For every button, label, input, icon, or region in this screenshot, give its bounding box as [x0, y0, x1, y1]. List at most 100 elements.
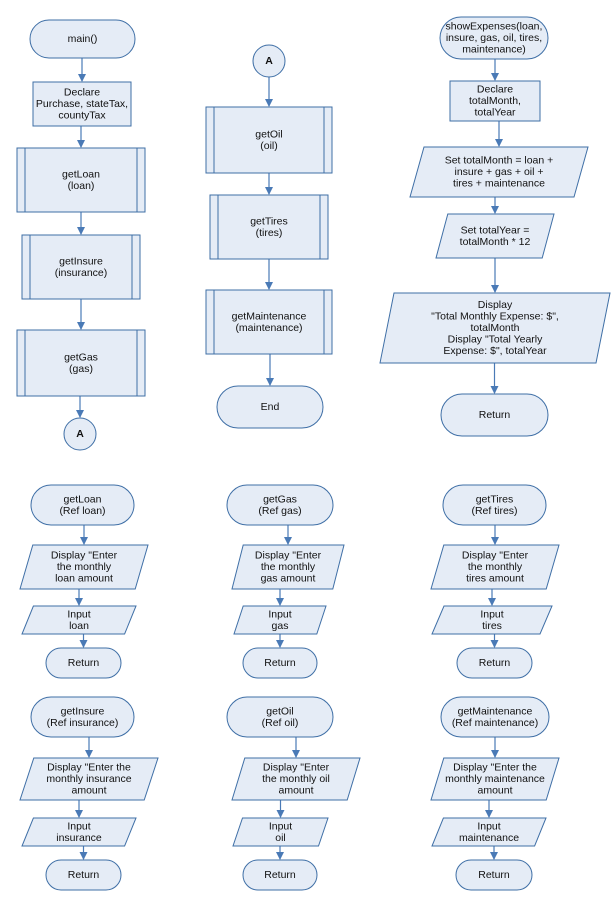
io-parallelogram — [435, 213, 555, 259]
node-label-line: (maintenance) — [235, 322, 302, 334]
node-main-start: main() — [29, 19, 136, 59]
node-label-line: amount — [477, 785, 512, 797]
node-tires-return: Return — [456, 647, 533, 679]
node-label-line: loan amount — [55, 573, 113, 585]
io-parallelogram — [21, 817, 137, 847]
process-box — [449, 80, 541, 122]
node-label-line: loan — [69, 620, 89, 632]
predefined-process-box — [205, 106, 333, 174]
node-label-line: (gas) — [69, 363, 93, 375]
node-insure-start: getInsure(Ref insurance) — [30, 696, 135, 738]
predefined-process-box — [209, 194, 329, 260]
io-parallelogram — [232, 817, 329, 847]
node-label-line: Declare — [477, 84, 513, 96]
node-conn-a1: A — [63, 417, 97, 451]
node-label-line: getGas — [263, 493, 297, 505]
node-label-line: maintenance) — [462, 44, 526, 56]
node-label-line: Return — [479, 409, 511, 421]
node-label-line: (Ref maintenance) — [452, 717, 538, 729]
terminal-shape — [216, 385, 324, 429]
predefined-process-box — [16, 329, 146, 397]
node-main-getgas: getGas(gas) — [16, 329, 146, 397]
off-page-connector-circle — [252, 44, 286, 78]
node-main-end: End — [216, 385, 324, 429]
node-label-line: Purchase, stateTax, — [36, 98, 128, 110]
node-show-setmonth: Set totalMonth = loan +insure + gas + oi… — [409, 146, 589, 198]
terminal-shape — [45, 647, 122, 679]
node-label-line: gas amount — [261, 573, 316, 585]
io-parallelogram — [19, 544, 149, 590]
node-label-line: tires + maintenance — [453, 178, 545, 190]
node-label-line: A — [76, 428, 84, 440]
node-label-line: tires — [482, 620, 502, 632]
node-label-line: Set totalMonth = loan + — [445, 155, 554, 167]
terminal-shape — [242, 647, 318, 679]
node-label-line: Display "Total Yearly — [448, 334, 544, 346]
terminal-shape — [242, 859, 318, 891]
node-label-line: getOil — [255, 128, 282, 140]
node-label-line: monthly maintenance — [445, 773, 545, 785]
node-oil-start: getOil(Ref oil) — [226, 696, 334, 738]
node-label-line: tires amount — [466, 573, 524, 585]
node-label-line: insure + gas + oil + — [454, 166, 543, 178]
process-box — [32, 81, 132, 127]
node-label-line: main() — [68, 33, 98, 45]
node-label-line: (Ref tires) — [471, 505, 517, 517]
node-insure-return: Return — [45, 859, 122, 891]
node-label-line: Input — [477, 820, 500, 832]
node-label-line: Return — [478, 869, 510, 881]
node-label-line: maintenance — [459, 832, 519, 844]
io-parallelogram — [379, 292, 611, 364]
node-label-line: the monthly — [261, 561, 316, 573]
terminal-shape — [45, 859, 122, 891]
node-label-line: Display — [478, 299, 513, 311]
node-label-line: Input — [67, 820, 90, 832]
node-label-line: End — [261, 401, 280, 413]
node-label-line: insurance — [56, 832, 102, 844]
node-label-line: the monthly — [468, 561, 523, 573]
node-label-line: (Ref insurance) — [47, 717, 119, 729]
node-main-getinsure: getInsure(insurance) — [21, 234, 141, 300]
node-label-line: amount — [278, 785, 313, 797]
terminal-shape — [29, 19, 136, 59]
node-main-gettires: getTires(tires) — [209, 194, 329, 260]
io-parallelogram — [231, 757, 361, 801]
terminal-shape — [30, 696, 135, 738]
node-label-line: Set totalYear = — [461, 224, 530, 236]
node-label-line: "Total Monthly Expense: $", — [431, 311, 559, 323]
node-label-line: Display "Enter the — [47, 762, 131, 774]
node-label-line: totalMonth * 12 — [460, 236, 531, 248]
node-label-line: Input — [67, 608, 90, 620]
node-label-line: Display "Enter — [255, 550, 322, 562]
node-label-line: Input — [269, 820, 292, 832]
node-label-line: (Ref oil) — [262, 717, 299, 729]
node-label-line: Display "Enter the — [453, 762, 537, 774]
node-maint-return: Return — [455, 859, 533, 891]
node-label-line: showExpenses(loan, — [446, 21, 543, 33]
io-parallelogram — [21, 605, 137, 635]
node-label-line: getGas — [64, 351, 98, 363]
node-oil-return: Return — [242, 859, 318, 891]
node-show-setyear: Set totalYear =totalMonth * 12 — [435, 213, 555, 259]
node-label-line: Display "Enter — [51, 550, 118, 562]
node-label-line: getMaintenance — [458, 705, 533, 717]
node-main-getloan: getLoan(loan) — [16, 147, 146, 213]
node-label-line: the monthly — [57, 561, 112, 573]
node-label-line: oil — [275, 832, 286, 844]
node-label-line: getInsure — [59, 255, 103, 267]
node-label-line: countyTax — [58, 110, 106, 122]
node-label-line: getLoan — [62, 168, 100, 180]
node-label-line: Return — [264, 869, 296, 881]
